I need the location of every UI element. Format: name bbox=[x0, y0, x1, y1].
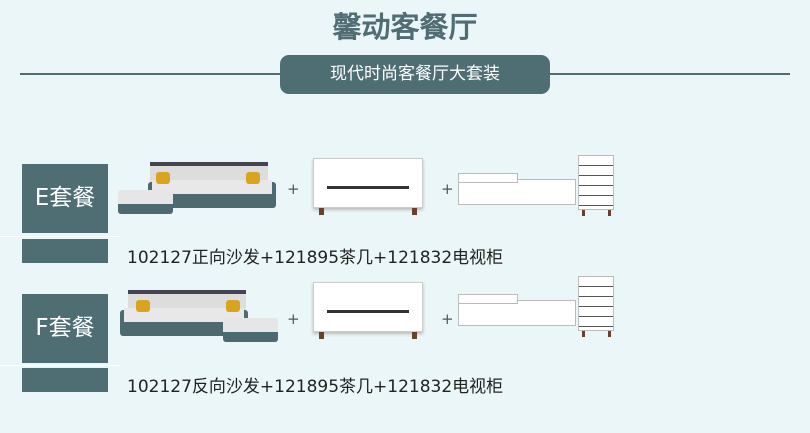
coffee-table-image bbox=[313, 282, 423, 339]
tv-cabinet-image bbox=[458, 155, 618, 216]
page-title: 馨动客餐厅 bbox=[332, 10, 478, 44]
package-label-bar bbox=[22, 239, 108, 263]
sofa-image bbox=[118, 290, 278, 344]
divider bbox=[0, 365, 120, 366]
plus-sign: + bbox=[287, 310, 300, 328]
package-description: 102127反向沙发+121895茶几+121832电视柜 bbox=[127, 377, 504, 397]
sofa-image bbox=[118, 162, 278, 216]
coffee-table-image bbox=[313, 158, 423, 215]
package-label-bar bbox=[22, 368, 108, 392]
package-label-f: F套餐 bbox=[22, 294, 108, 363]
plus-sign: + bbox=[441, 310, 454, 328]
tv-cabinet-image bbox=[458, 276, 618, 337]
divider bbox=[0, 236, 120, 237]
package-label-e: E套餐 bbox=[22, 164, 108, 233]
subtitle-banner: 现代时尚客餐厅大套装 bbox=[280, 55, 550, 94]
plus-sign: + bbox=[441, 180, 454, 198]
package-description: 102127正向沙发+121895茶几+121832电视柜 bbox=[127, 248, 504, 268]
plus-sign: + bbox=[287, 180, 300, 198]
